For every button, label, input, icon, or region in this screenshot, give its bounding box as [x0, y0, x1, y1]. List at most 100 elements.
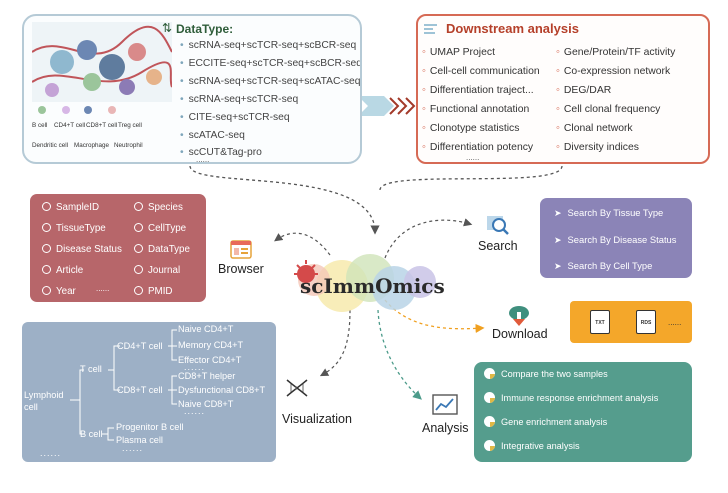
downstream-more: ......	[466, 153, 480, 162]
tree-more: ......	[122, 443, 144, 453]
browser-label: Browser	[218, 262, 264, 276]
connector-search	[384, 218, 473, 259]
downstream-item: Co-expression network	[556, 65, 670, 77]
datatype-item: ECCITE-seq+scTCR-seq+scBCR-seq	[180, 58, 360, 69]
download-icon	[507, 304, 531, 328]
tree-leaf: Dysfunctional CD8+T	[178, 385, 266, 395]
sort-icon: ⇅	[162, 21, 173, 35]
tree-lines	[70, 329, 177, 441]
download-label: Download	[492, 327, 548, 341]
legend-neutrophil: Neutrophil	[114, 142, 143, 149]
legend-b-cell: B cell	[32, 122, 48, 129]
tree-leaf: Naive CD4+T	[178, 324, 234, 334]
dashed-connector-top-right	[379, 165, 563, 191]
tree-cd8: CD8+T cell	[117, 385, 163, 395]
pie-chart-icon	[484, 392, 495, 403]
legend-cd4-t-cell: CD4+T cell	[54, 122, 86, 129]
dna-icon	[284, 376, 310, 400]
downstream-item: Differentiation traject...	[422, 84, 534, 96]
chart-icon	[432, 394, 458, 416]
browser-item: Journal	[134, 265, 180, 276]
browser-item: Species	[134, 202, 183, 213]
downstream-item: Clonal network	[556, 122, 633, 134]
connector-visualization	[319, 309, 351, 377]
browser-item: DataType	[134, 244, 190, 255]
analysis-item: Gene enrichment analysis	[484, 416, 607, 427]
connector-browser	[274, 232, 331, 256]
tree-t-cell: T cell	[80, 364, 102, 374]
list-icon	[424, 22, 438, 34]
datatype-item: CITE-seq+scTCR-seq	[180, 112, 290, 123]
datatype-item: scRNA-seq+scTCR-seq+scBCR-seq	[180, 40, 357, 51]
analysis-item: Immune response enrichment analysis	[484, 392, 658, 403]
browser-item: Article	[42, 265, 83, 276]
tree-leaf: Memory CD4+T	[178, 340, 244, 350]
flow-arrow	[358, 96, 394, 116]
downstream-item: DEG/DAR	[556, 84, 611, 96]
downstream-item: Cell-cell communication	[422, 65, 540, 77]
datatype-more: ......	[196, 155, 210, 164]
downstream-item: Diversity indices	[556, 141, 639, 153]
tree-cd4: CD4+T cell	[117, 341, 163, 351]
datatype-title: DataType:	[176, 22, 234, 36]
tree-leaf: CD8+T helper	[178, 371, 236, 381]
pie-chart-icon	[484, 368, 495, 379]
pie-chart-icon	[484, 440, 495, 451]
rds-file-icon[interactable]: RDS	[636, 310, 656, 334]
tree-leaf: Effector CD4+T	[178, 355, 242, 365]
tree-more: ......	[184, 406, 206, 416]
legend-macrophage: Macrophage	[74, 142, 110, 149]
tree-leaf: Naive CD8+T	[178, 399, 234, 409]
datatype-item: scRNA-seq+scTCR-seq	[180, 94, 299, 105]
datatype-item: scCUT&Tag-pro	[180, 147, 262, 158]
tree-root: Lymphoid cell	[24, 390, 64, 412]
analysis-item-label: Compare the two samples	[501, 369, 608, 379]
tree-more: ......	[184, 362, 206, 372]
browser-icon	[230, 240, 252, 260]
search-label: Search	[478, 239, 518, 253]
browser-item: SampleID	[42, 202, 99, 213]
downstream-item: Differentiation potency	[422, 141, 533, 153]
analysis-panel: Compare the two samples Immune response …	[474, 362, 692, 462]
pie-chart-icon	[484, 416, 495, 427]
browser-panel: SampleID Species TissueType CellType Dis…	[30, 194, 206, 302]
downstream-item: UMAP Project	[422, 46, 495, 58]
logo-bubbles	[294, 254, 436, 312]
downstream-item: Gene/Protein/TF activity	[556, 46, 675, 58]
search-item: Search By Tissue Type	[554, 207, 664, 219]
visualization-label: Visualization	[282, 412, 352, 426]
connector-analysis	[377, 309, 422, 400]
txt-file-icon[interactable]: TXT	[590, 310, 610, 334]
legend-cd8-t-cell: CD8+T cell	[86, 122, 118, 129]
analysis-item: Compare the two samples	[484, 368, 608, 379]
datatype-item: scATAC-seq	[180, 130, 245, 141]
download-more: ......	[668, 318, 682, 327]
downstream-title: Downstream analysis	[446, 21, 579, 36]
browser-more: ......	[96, 284, 110, 293]
analysis-label: Analysis	[422, 421, 469, 435]
search-item: Search By Cell Type	[554, 260, 653, 272]
center-logo: scImmOmics	[282, 248, 452, 318]
downstream-panel: Downstream analysis UMAP Project Cell-ce…	[416, 14, 710, 164]
search-panel: Search By Tissue Type Search By Disease …	[540, 198, 692, 278]
downstream-item: Functional annotation	[422, 103, 529, 115]
analysis-item: Integrative analysis	[484, 440, 580, 451]
search-icon	[486, 214, 510, 236]
browser-item: Year	[42, 286, 76, 297]
legend-dendritic-cell: Dendritic cell	[32, 142, 69, 149]
downstream-item: Clonotype statistics	[422, 122, 520, 134]
download-panel: TXT RDS ......	[570, 301, 692, 343]
browser-item: TissueType	[42, 223, 106, 234]
analysis-item-label: Immune response enrichment analysis	[501, 393, 659, 403]
tree-more: ......	[40, 448, 62, 458]
visualization-tree-panel: Lymphoid cell T cell B cell CD4+T cell C…	[22, 322, 276, 462]
tree-leaf: Progenitor B cell	[116, 422, 184, 432]
immune-cells-illustration	[32, 22, 172, 114]
tree-b-cell: B cell	[80, 429, 103, 439]
datatype-panel: B cell CD4+T cell CD8+T cell Treg cell D…	[22, 14, 362, 164]
analysis-item-label: Gene enrichment analysis	[501, 417, 608, 427]
legend-treg-cell: Treg cell	[118, 122, 142, 129]
search-item: Search By Disease Status	[554, 234, 677, 246]
analysis-item-label: Integrative analysis	[501, 441, 580, 451]
tree-leaf: Plasma cell	[116, 435, 163, 445]
